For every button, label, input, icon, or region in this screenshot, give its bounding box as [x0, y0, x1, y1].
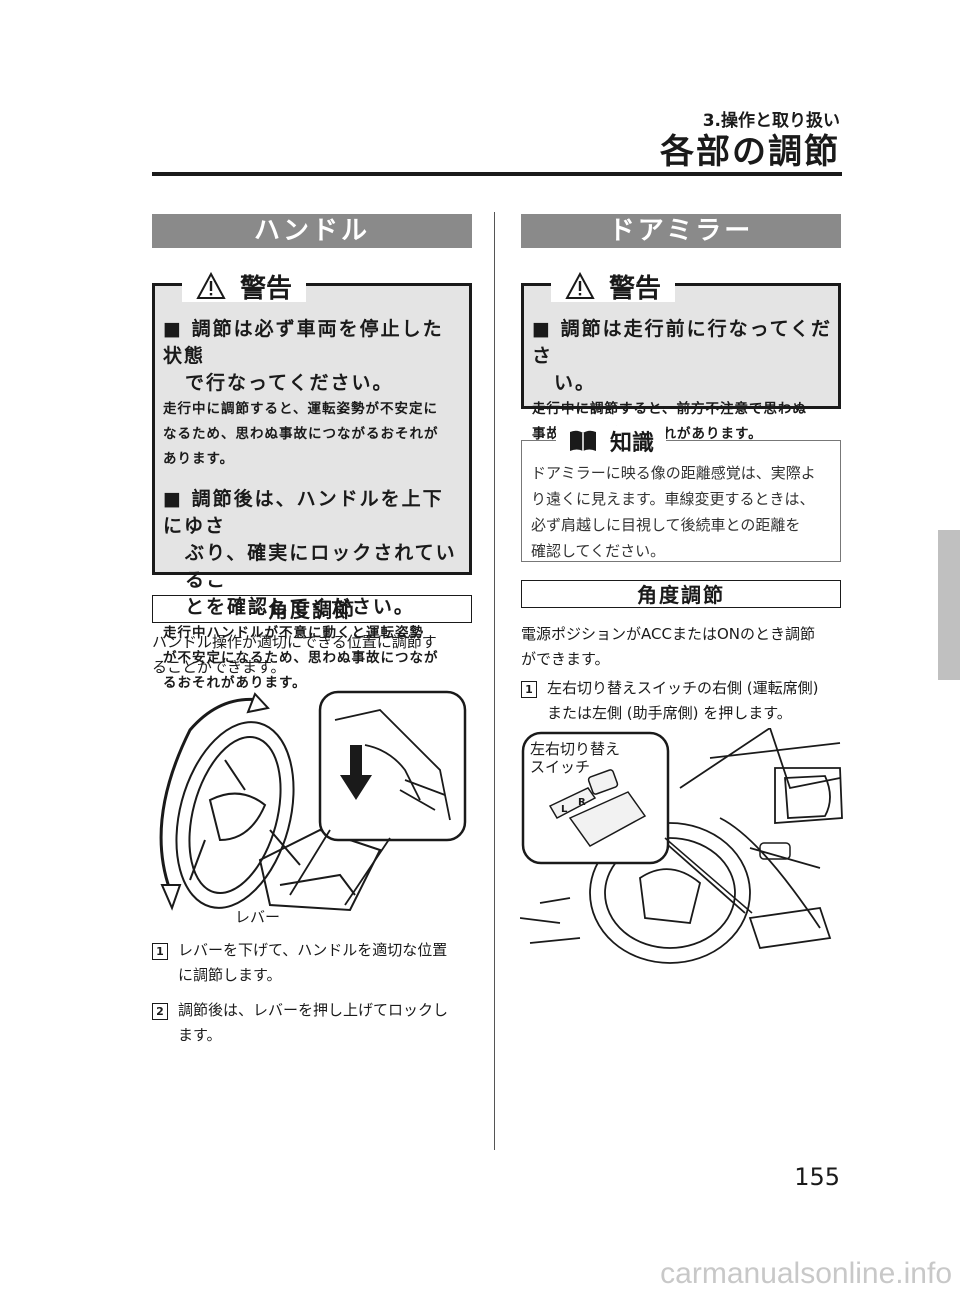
door-mirror-illustration: L R 左右切り替え スイッチ — [520, 728, 843, 964]
subsection-title-angle: 角度調節 — [152, 595, 472, 623]
switch-label-line: 左右切り替え — [530, 740, 620, 758]
warning-body: るおそれがあります。 — [163, 675, 307, 691]
warning-body: が不安定になるため、思わぬ事故につなが — [163, 650, 439, 666]
knowledge-label-text: 知識 — [610, 431, 655, 456]
switch-letter-r[interactable]: R — [578, 797, 586, 808]
steering-wheel-illustration: レバー — [159, 690, 467, 926]
knowledge-line: り遠くに見えます。車線変更するときは、 — [531, 490, 815, 508]
warning-heading: ■ 調節は必ず車両を停止した状態 — [163, 318, 444, 367]
warning-label-mirror: 警告 — [551, 270, 676, 304]
warning-heading: とを確認してください。 — [185, 596, 415, 618]
warning-heading: で行なってください。 — [185, 372, 394, 394]
step-number: 1 — [521, 681, 537, 698]
warning-body: なるため、思わぬ事故につながるおそれが — [163, 426, 439, 442]
warning-content-mirror: ■ 調節は走行前に行なってくださ い。 走行中に調節すると、前方不注意で思わぬ … — [532, 316, 837, 447]
chapter-label: 3.操作と取り扱い — [702, 111, 840, 131]
warning-body: あります。 — [163, 451, 235, 467]
step-line: ます。 — [178, 1026, 222, 1044]
header-rule — [152, 172, 842, 176]
switch-label-line: スイッチ — [530, 758, 590, 776]
step-line: または左側 (助手席側) を押します。 — [547, 704, 792, 722]
switch-letter-l[interactable]: L — [561, 804, 568, 815]
column-divider — [494, 212, 495, 1150]
warning-icon — [565, 272, 595, 299]
knowledge-line: 必ず肩越しに目視して後続車との距離を — [531, 516, 801, 534]
handle-steps: 1 レバーを下げて、ハンドルを適切な位置 に調節します。 2 調節後は、レバーを… — [152, 938, 482, 1048]
warning-heading: ぶり、確実にロックされているこ — [185, 542, 457, 591]
section-title-mirror: ドアミラー — [521, 214, 841, 248]
warning-content-handle: ■ 調節は必ず車両を停止した状態 で行なってください。 走行中に調節すると、運転… — [163, 316, 463, 696]
handle-intro: ハンドル操作が適切にできる位置に調節す ることができます。 — [152, 630, 482, 680]
knowledge-text: ドアミラーに映る像の距離感覚は、実際よ り遠くに見えます。車線変更するときは、 … — [531, 460, 836, 564]
knowledge-line: 確認してください。 — [531, 542, 666, 560]
knowledge-line: ドアミラーに映る像の距離感覚は、実際よ — [531, 464, 816, 482]
warning-icon — [196, 272, 226, 299]
page-title: 各部の調節 — [660, 132, 840, 172]
warning-heading: ■ 調節後は、ハンドルを上下にゆさ — [163, 488, 444, 537]
mirror-intro: 電源ポジションがACCまたはONのとき調節 ができます。 — [521, 622, 851, 672]
mirror-steps: 1 左右切り替えスイッチの右側 (運転席側) または左側 (助手席側) を押しま… — [521, 676, 851, 726]
section-title-handle: ハンドル — [152, 214, 472, 248]
intro-line: ることができます。 — [152, 658, 286, 676]
step-line: 左右切り替えスイッチの右側 (運転席側) — [547, 679, 819, 697]
chapter-side-tab — [938, 530, 960, 680]
step-line: レバーを下げて、ハンドルを適切な位置 — [178, 941, 448, 959]
footer-watermark: carmanualsonline.info — [660, 1257, 952, 1290]
warning-body: 走行中に調節すると、運転姿勢が不安定に — [163, 401, 438, 417]
warning-label-text: 警告 — [609, 273, 662, 304]
step-line: に調節します。 — [178, 966, 282, 984]
intro-line: ができます。 — [521, 650, 610, 668]
step-number: 1 — [152, 943, 168, 960]
warning-heading: い。 — [554, 372, 597, 394]
step-line: 調節後は、レバーを押し上げてロックし — [178, 1001, 449, 1019]
knowledge-label: 知識 — [556, 426, 667, 456]
intro-line: 電源ポジションがACCまたはONのとき調節 — [521, 625, 815, 643]
subsection-title-mirror-angle: 角度調節 — [521, 580, 841, 608]
book-icon — [570, 430, 596, 451]
lever-label: レバー — [235, 908, 280, 926]
warning-body: 走行中に調節すると、前方不注意で思わぬ — [532, 401, 807, 417]
warning-box-handle — [152, 283, 472, 575]
knowledge-box — [521, 440, 841, 562]
warning-box-mirror — [521, 283, 841, 409]
warning-body: 走行中ハンドルが不意に動くと運転姿勢 — [163, 625, 424, 641]
warning-label-text: 警告 — [240, 273, 293, 304]
page-number: 155 — [794, 1163, 840, 1191]
step-number: 2 — [152, 1003, 168, 1020]
warning-label-handle: 警告 — [182, 270, 307, 304]
warning-heading: ■ 調節は走行前に行なってくださ — [532, 318, 833, 367]
intro-line: ハンドル操作が適切にできる位置に調節す — [152, 633, 437, 651]
